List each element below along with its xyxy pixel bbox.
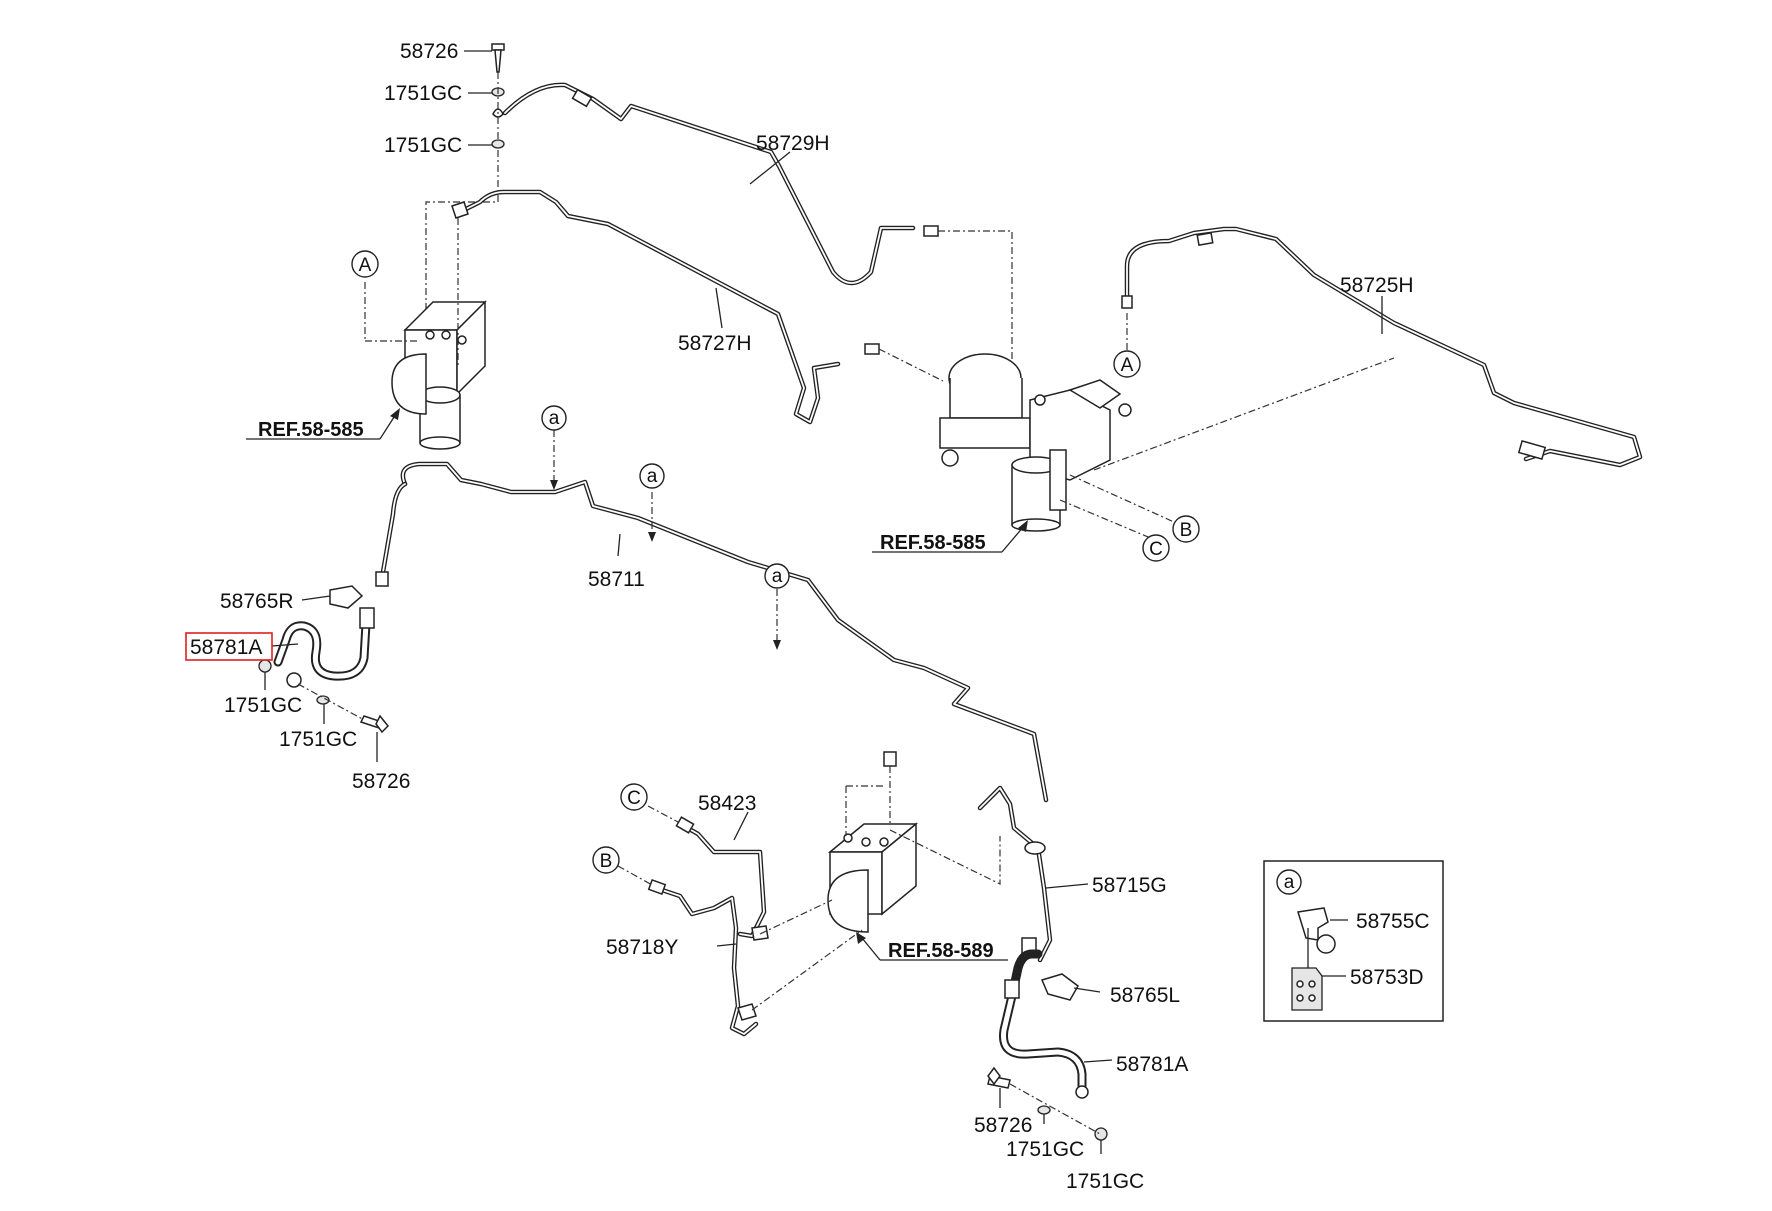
label-58765r: 58765R [220, 590, 294, 613]
ref-label-left: REF.58-585 [258, 419, 364, 441]
label-58726-bottom: 58726 [974, 1114, 1032, 1137]
callout-A-right: A [1121, 355, 1134, 376]
callout-a-1: a [549, 408, 560, 429]
label-1751gc-bottom-1: 1751GC [1006, 1138, 1084, 1161]
ref-label-mid: REF.58-585 [880, 532, 986, 554]
ref-label-bottom: REF.58-589 [888, 940, 994, 962]
label-58755c: 58755C [1356, 910, 1430, 933]
label-58765l: 58765L [1110, 984, 1180, 1007]
ref-arrows [246, 408, 1028, 961]
label-1751gc-top-2: 1751GC [384, 134, 462, 157]
label-58725h: 58725H [1340, 274, 1414, 297]
label-58726-top: 58726 [400, 40, 458, 63]
label-58781a-right: 58781A [1116, 1053, 1188, 1076]
callout-B-mid: B [1180, 520, 1193, 541]
label-1751gc-top-1: 1751GC [384, 82, 462, 105]
label-58729h: 58729H [756, 132, 830, 155]
label-58711: 58711 [588, 568, 645, 591]
label-1751gc-bottom-2: 1751GC [1066, 1170, 1144, 1193]
master-cylinder-assembly [939, 353, 1132, 532]
left-hose-58781a [273, 607, 375, 688]
highlight-box [185, 632, 273, 661]
right-hose-58781a [977, 785, 1089, 1099]
ref-labels: REF.58-585 REF.58-585 REF.58-589 [258, 419, 994, 962]
callout-C-mid: C [1149, 539, 1163, 560]
callout-A-left: A [359, 255, 372, 276]
callout-a-inset: a [1284, 872, 1295, 893]
label-58718y: 58718Y [606, 936, 678, 959]
callout-circles: A A a a a B C C B a [351, 250, 1302, 895]
label-58753d: 58753D [1350, 966, 1424, 989]
label-58727h: 58727H [678, 332, 752, 355]
callout-C-bottom: C [627, 788, 641, 809]
callout-arrows [550, 310, 1128, 650]
label-1751gc-left-1: 1751GC [224, 694, 302, 717]
part-labels: 58726 1751GC 1751GC 58729H 58727H 58725H… [190, 40, 1430, 1193]
callout-B-bottom: B [600, 851, 613, 872]
callout-a-2: a [647, 466, 658, 487]
leader-lines [264, 50, 1383, 1154]
abs-unit-top-left [391, 300, 487, 450]
label-58781a-left: 58781A [190, 636, 262, 659]
abs-unit-bottom [827, 822, 919, 933]
label-58726-left: 58726 [352, 770, 410, 793]
callout-a-3: a [772, 566, 783, 587]
label-58423: 58423 [698, 792, 756, 815]
label-1751gc-left-2: 1751GC [279, 728, 357, 751]
label-58715g: 58715G [1092, 874, 1167, 897]
